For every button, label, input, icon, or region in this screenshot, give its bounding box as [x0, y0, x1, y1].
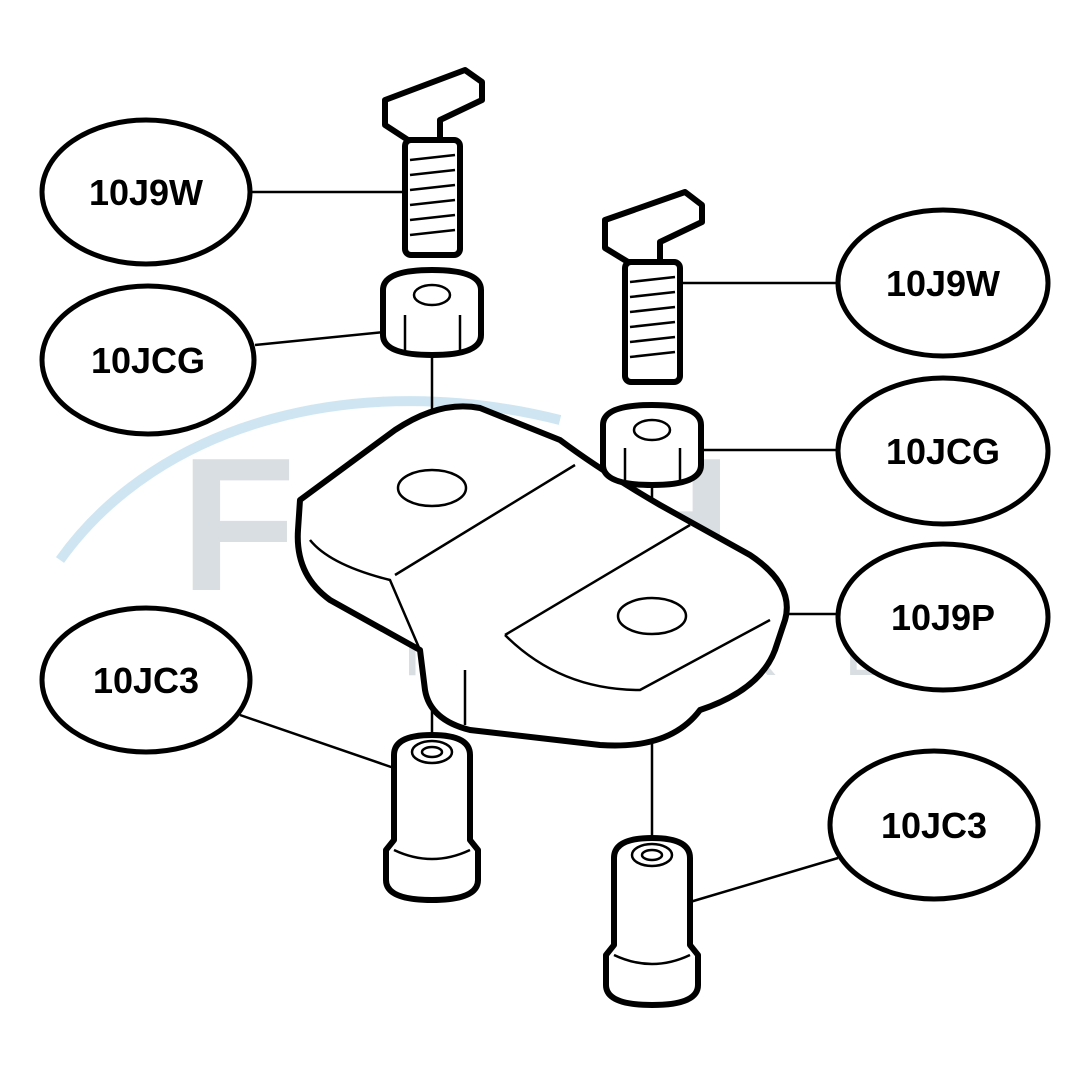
- leader-insert-left: [239, 713, 395, 770]
- callout-label: 10JCG: [886, 431, 1000, 472]
- callout-bubble: [835, 541, 1051, 693]
- plate-fold-line-2: [504, 523, 691, 637]
- callout-label: 10J9W: [89, 172, 203, 213]
- callout-insert-right: 10JC3: [827, 748, 1041, 902]
- insert-left-body: [383, 732, 481, 903]
- callout-bubble: [827, 748, 1041, 902]
- callout-label: 10J9W: [886, 263, 1000, 304]
- leader-lines: [239, 190, 840, 904]
- callout-plate: 10J9P: [835, 541, 1051, 693]
- insert-left-flange-line: [393, 848, 471, 861]
- callout-label: 10JC3: [881, 805, 987, 846]
- bolt-left-shank: [402, 137, 463, 258]
- callout-label: 10JCG: [91, 340, 205, 381]
- callout-bubble: [39, 283, 257, 437]
- callout-label: 10J9P: [891, 597, 995, 638]
- insert-left-bore: [410, 739, 454, 765]
- callout-bubble: [39, 117, 253, 267]
- insert-right-flange-line: [613, 953, 691, 966]
- insert-right-body: [603, 835, 701, 1008]
- insert-right: [603, 835, 701, 1008]
- callout-insert-left: 10JC3: [39, 605, 253, 755]
- callout-nut-top-right: 10JCG: [835, 375, 1051, 527]
- callout-bolt-top-left: 10J9W: [39, 117, 253, 267]
- plate-fold-line-1: [394, 463, 576, 577]
- mounting-plate: [294, 403, 790, 749]
- plate-hole-left: [396, 468, 468, 508]
- bolt-left: [382, 67, 485, 258]
- nut-left-bore: [412, 283, 452, 307]
- callout-nut-top-left: 10JCG: [39, 283, 257, 437]
- nut-left-body: [380, 267, 484, 358]
- nut-right: [600, 402, 704, 488]
- callout-bolt-top-right: 10J9W: [835, 207, 1051, 359]
- nut-right-body: [600, 402, 704, 488]
- callout-label: 10JC3: [93, 660, 199, 701]
- leader-nut-left: [254, 330, 386, 347]
- bolt-right-threads: [629, 275, 676, 359]
- bolt-right: [602, 189, 705, 385]
- bolt-right-head: [602, 189, 705, 265]
- plate-front-edge: [504, 618, 771, 692]
- insert-right-bore: [630, 842, 674, 868]
- plate-outline: [294, 403, 790, 749]
- callout-bubble: [835, 375, 1051, 527]
- leader-insert-right: [689, 856, 839, 904]
- bolt-left-threads: [409, 153, 456, 237]
- plate-hole-right: [616, 596, 688, 636]
- plate-edge-left: [309, 539, 422, 651]
- insert-left: [383, 732, 481, 903]
- callout-bubble: [835, 207, 1051, 359]
- callout-bubble: [39, 605, 253, 755]
- bolt-left-head: [382, 67, 485, 143]
- nut-right-bore: [632, 418, 672, 442]
- nut-left: [380, 267, 484, 358]
